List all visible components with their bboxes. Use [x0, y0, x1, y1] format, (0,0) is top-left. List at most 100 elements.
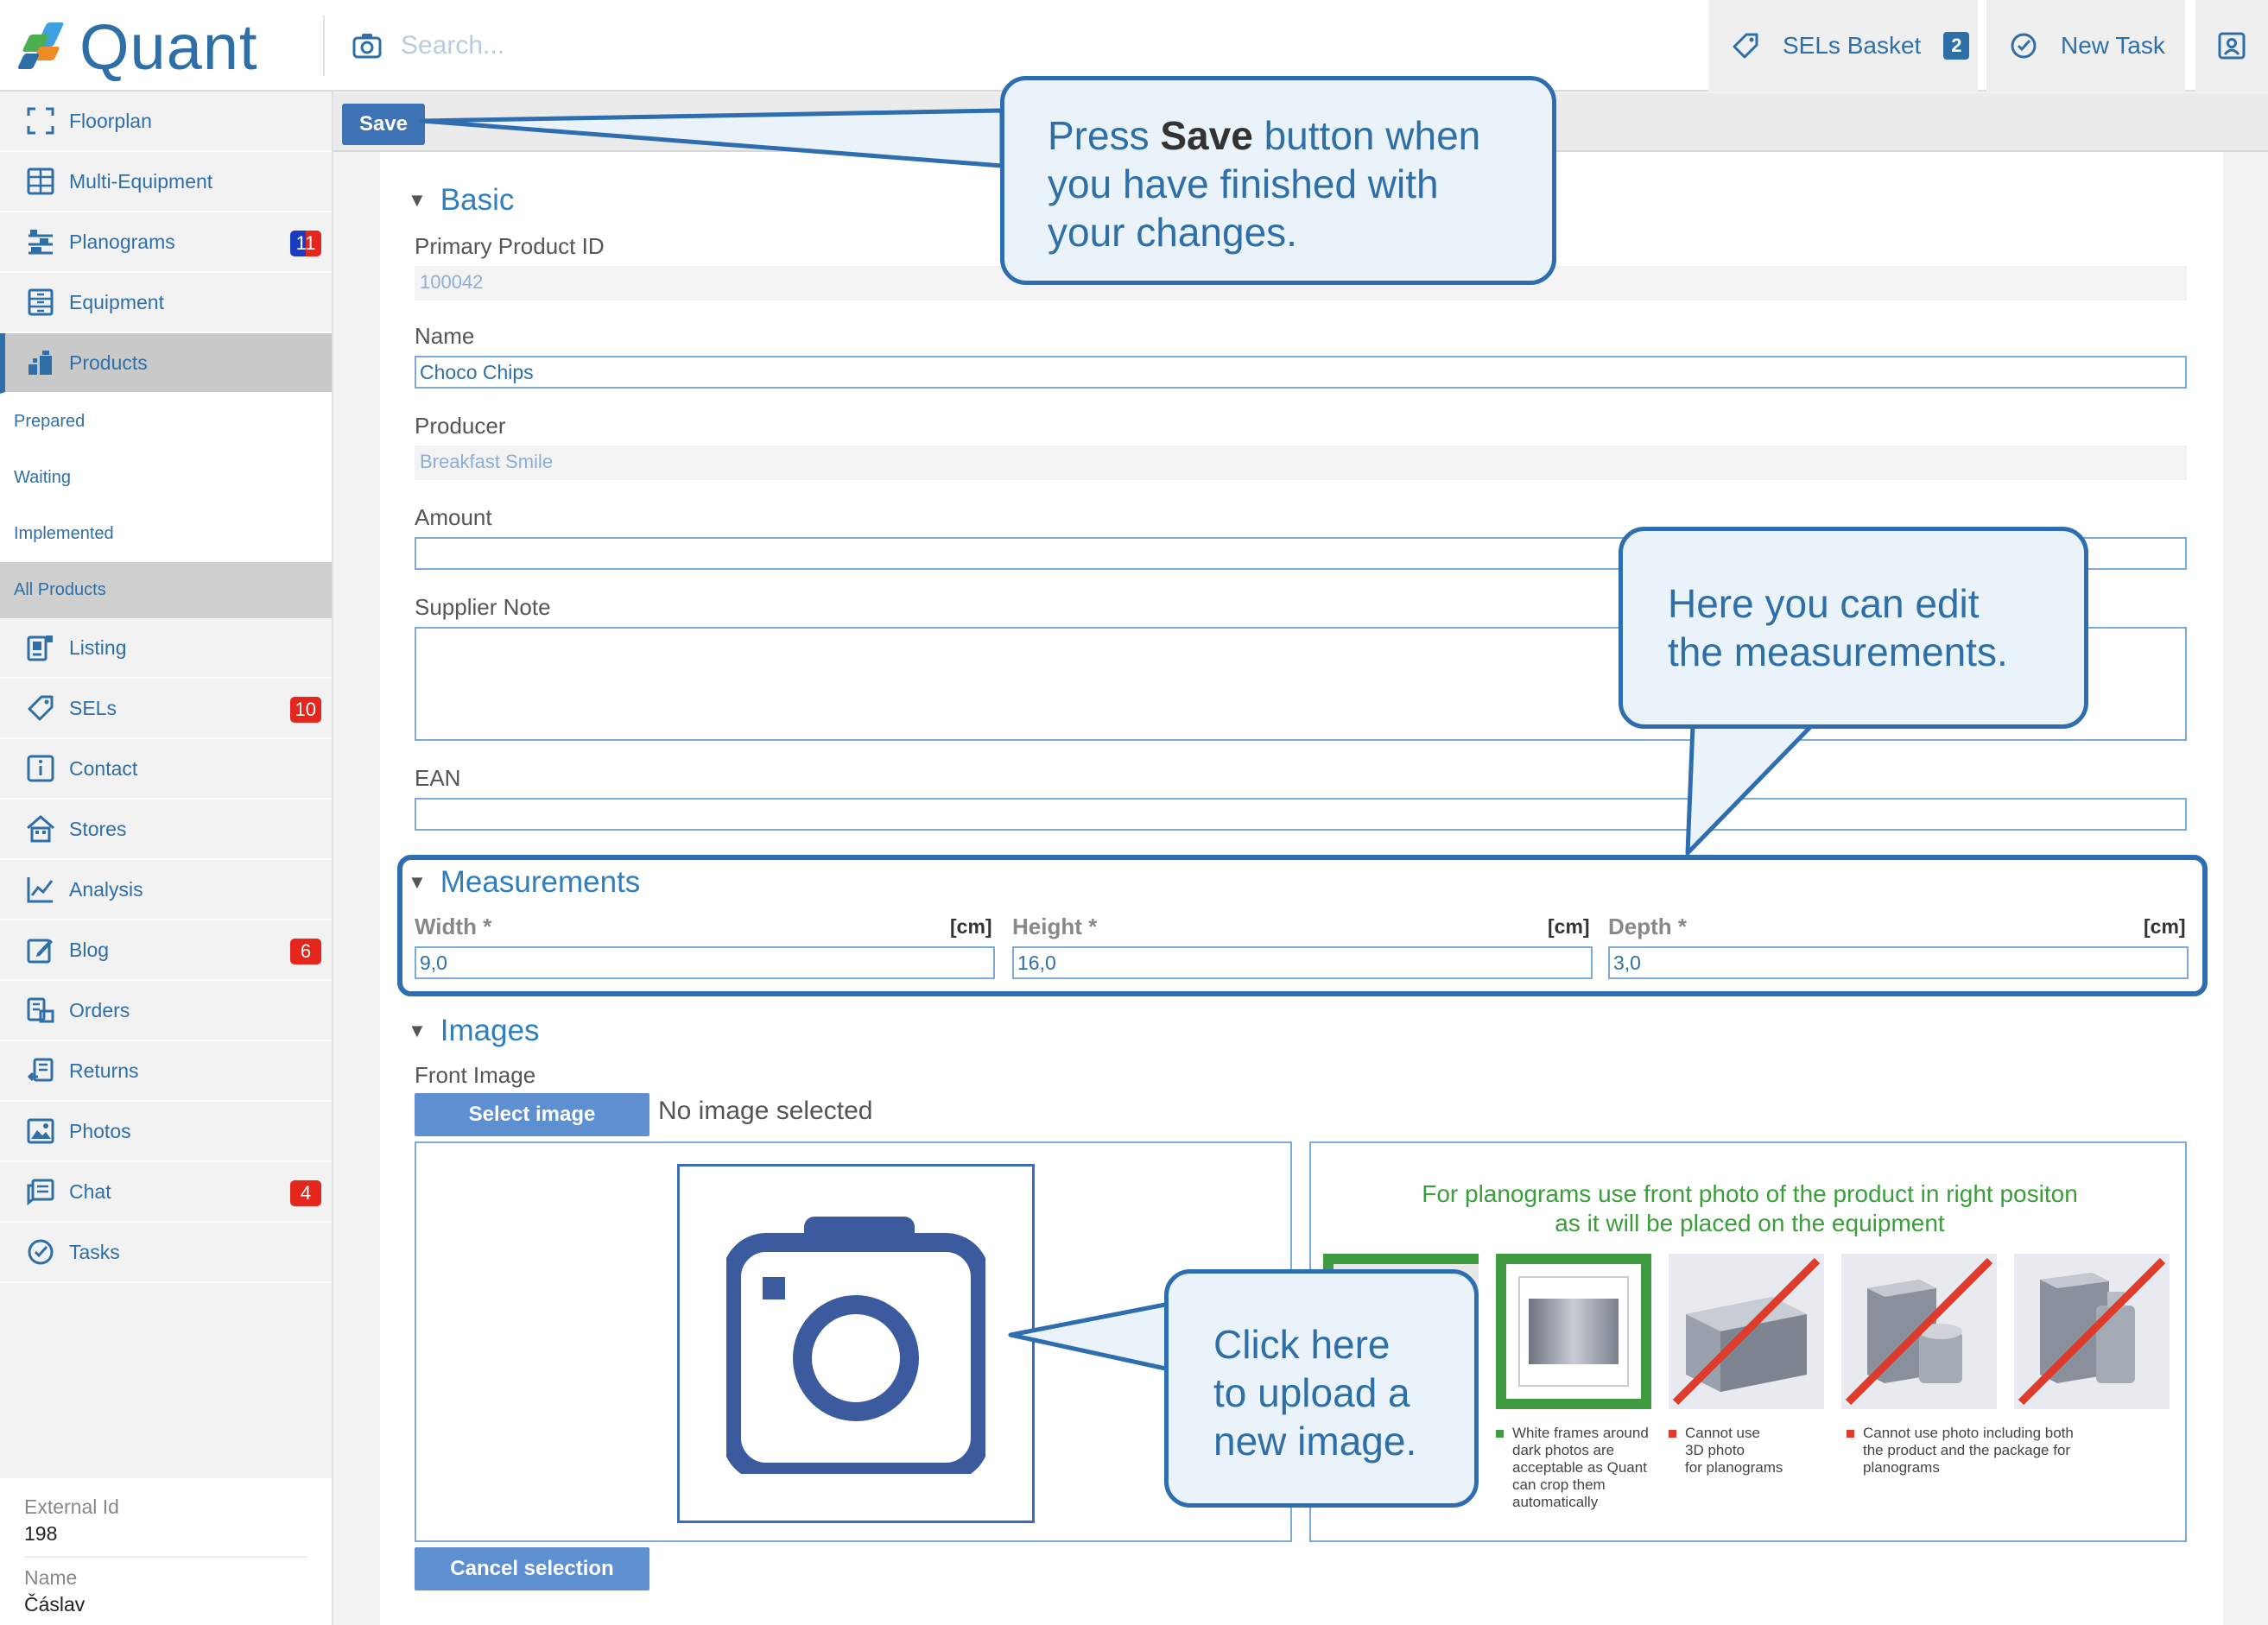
- sidebar-item-contact[interactable]: Contact: [0, 739, 332, 800]
- save-callout-line1: Press Save button when: [1048, 111, 1509, 160]
- sidebar-item-orders[interactable]: Orders: [0, 981, 332, 1041]
- info-divider: [24, 1556, 307, 1558]
- sidebar-item-label: Contact: [69, 756, 138, 780]
- caption-line: 3D photo: [1685, 1442, 1745, 1458]
- save-callout-line3: your changes.: [1048, 210, 1297, 255]
- app-name: Quant: [79, 10, 258, 83]
- supplier-note-label: Supplier Note: [415, 594, 551, 620]
- sidebar: Floorplan Multi-Equipment Planograms 11 …: [0, 92, 333, 1625]
- callout-text: Press: [1048, 113, 1161, 158]
- blog-edit-icon: [27, 939, 53, 964]
- camera-icon[interactable]: [726, 1215, 985, 1474]
- sidebar-item-multi-equipment[interactable]: Multi-Equipment: [0, 152, 332, 212]
- products-submenu: Prepared Waiting Implemented All Product…: [0, 394, 332, 618]
- sidebar-item-label: SELs: [69, 696, 117, 719]
- tag-icon: [28, 695, 54, 721]
- sidebar-item-planograms[interactable]: Planograms 11: [0, 212, 332, 273]
- caption-line: can crop them: [1512, 1476, 1606, 1493]
- returns-icon: [27, 1058, 54, 1082]
- callout-bold-text: Save: [1160, 113, 1253, 158]
- measurements-section-title: Measurements: [440, 865, 641, 899]
- sidebar-item-listing[interactable]: Listing: [0, 618, 332, 679]
- sidebar-item-tasks[interactable]: Tasks: [0, 1223, 332, 1283]
- caption-line: automatically: [1512, 1494, 1599, 1510]
- sidebar-item-label: Orders: [69, 998, 130, 1021]
- basic-section-header[interactable]: ▼ Basic: [408, 183, 514, 218]
- ean-label: EAN: [415, 765, 461, 791]
- product-package-crossed-icon: [2018, 1257, 2166, 1406]
- chat-icon: [27, 1179, 54, 1206]
- bad-example-product-package-thumb-1: [1841, 1254, 1997, 1409]
- producer-value: Breakfast Smile: [415, 446, 2187, 480]
- images-section-title: Images: [440, 1014, 540, 1047]
- upload-callout-line3: new image.: [1213, 1419, 1417, 1464]
- good-example-thumb-2: [1496, 1254, 1651, 1409]
- save-instruction-callout: Press Save button when you have finished…: [1000, 76, 1556, 285]
- caption-line: dark photos are: [1512, 1442, 1615, 1458]
- sidebar-item-returns[interactable]: Returns: [0, 1041, 332, 1102]
- orders-icon: [27, 997, 54, 1023]
- measurements-section-header[interactable]: ▼ Measurements: [408, 865, 640, 900]
- planograms-count-badge: 11: [290, 231, 321, 256]
- sidebar-item-analysis[interactable]: Analysis: [0, 860, 332, 920]
- caption-3d-photo: Cannot use 3D photo for planograms: [1669, 1425, 1783, 1476]
- sidebar-item-label: Tasks: [69, 1240, 120, 1263]
- sidebar-item-chat[interactable]: Chat 4: [0, 1162, 332, 1223]
- sidebar-item-label: Blog: [69, 938, 110, 961]
- camera-search-icon[interactable]: [352, 33, 382, 59]
- submenu-item-all-products[interactable]: All Products: [0, 562, 332, 618]
- producer-label: Producer: [415, 413, 506, 439]
- collapse-triangle-icon: ▼: [408, 189, 427, 211]
- sidebar-item-blog[interactable]: Blog 6: [0, 920, 332, 981]
- photo-placeholder-frame[interactable]: [677, 1164, 1035, 1523]
- listing-icon: [27, 635, 53, 661]
- cancel-selection-button[interactable]: Cancel selection: [415, 1547, 649, 1590]
- sels-basket-button[interactable]: SELs Basket 2: [1708, 0, 1978, 92]
- image-upload-area[interactable]: [415, 1141, 1292, 1542]
- save-button[interactable]: Save: [342, 104, 425, 145]
- sidebar-item-label: Floorplan: [69, 109, 152, 132]
- basic-section-title: Basic: [440, 183, 515, 217]
- sels-basket-label: SELs Basket: [1783, 32, 1922, 59]
- blog-count-badge: 6: [290, 939, 321, 964]
- search-bar[interactable]: [352, 24, 1130, 67]
- guidelines-title-line2: as it will be placed on the equipment: [1555, 1210, 1945, 1236]
- select-image-button[interactable]: Select image: [415, 1093, 649, 1136]
- submenu-item-waiting[interactable]: Waiting: [14, 468, 71, 487]
- sidebar-item-label: Equipment: [69, 290, 164, 313]
- height-input[interactable]: 16,0: [1012, 946, 1593, 979]
- new-task-button[interactable]: New Task: [1986, 0, 2185, 92]
- green-bullet-icon: [1496, 1430, 1504, 1438]
- upload-instruction-callout: Click here to upload a new image.: [1164, 1269, 1479, 1508]
- sidebar-item-products[interactable]: Products: [0, 333, 332, 394]
- caption-product-package: Cannot use photo including both the prod…: [1847, 1425, 2074, 1476]
- stores-icon: [27, 815, 54, 843]
- depth-input[interactable]: 3,0: [1608, 946, 2189, 979]
- caption-good-example: White frames around dark photos are acce…: [1496, 1425, 1649, 1511]
- sidebar-item-photos[interactable]: Photos: [0, 1102, 332, 1162]
- bad-example-product-package-thumb-2: [2014, 1254, 2170, 1409]
- images-section-header[interactable]: ▼ Images: [408, 1014, 540, 1048]
- app-logo[interactable]: Quant: [16, 11, 258, 83]
- sidebar-item-equipment[interactable]: Equipment: [0, 273, 332, 333]
- user-profile-button[interactable]: [2195, 0, 2268, 92]
- guidelines-title: For planograms use front photo of the pr…: [1311, 1179, 2189, 1238]
- ean-input[interactable]: [415, 798, 2187, 831]
- submenu-item-implemented[interactable]: Implemented: [14, 524, 114, 543]
- submenu-item-prepared[interactable]: Prepared: [14, 412, 86, 431]
- tag-icon: [1733, 33, 1758, 59]
- measurements-callout-line1: Here you can edit: [1668, 581, 1980, 626]
- search-input[interactable]: [401, 31, 1005, 60]
- name-input[interactable]: Choco Chips: [415, 356, 2187, 389]
- sidebar-item-sels[interactable]: SELs 10: [0, 679, 332, 739]
- sidebar-item-stores[interactable]: Stores: [0, 800, 332, 860]
- sidebar-item-floorplan[interactable]: Floorplan: [0, 92, 332, 152]
- sels-basket-count-badge: 2: [1943, 32, 1970, 60]
- photo-guidelines-panel: For planograms use front photo of the pr…: [1309, 1141, 2187, 1542]
- red-bullet-icon: [1669, 1430, 1676, 1438]
- width-input[interactable]: 9,0: [415, 946, 995, 979]
- caption-line: the product and the package for: [1863, 1442, 2071, 1458]
- caption-line: for planograms: [1685, 1459, 1783, 1476]
- sidebar-item-label: Analysis: [69, 877, 143, 901]
- callout-text: button when: [1252, 113, 1481, 158]
